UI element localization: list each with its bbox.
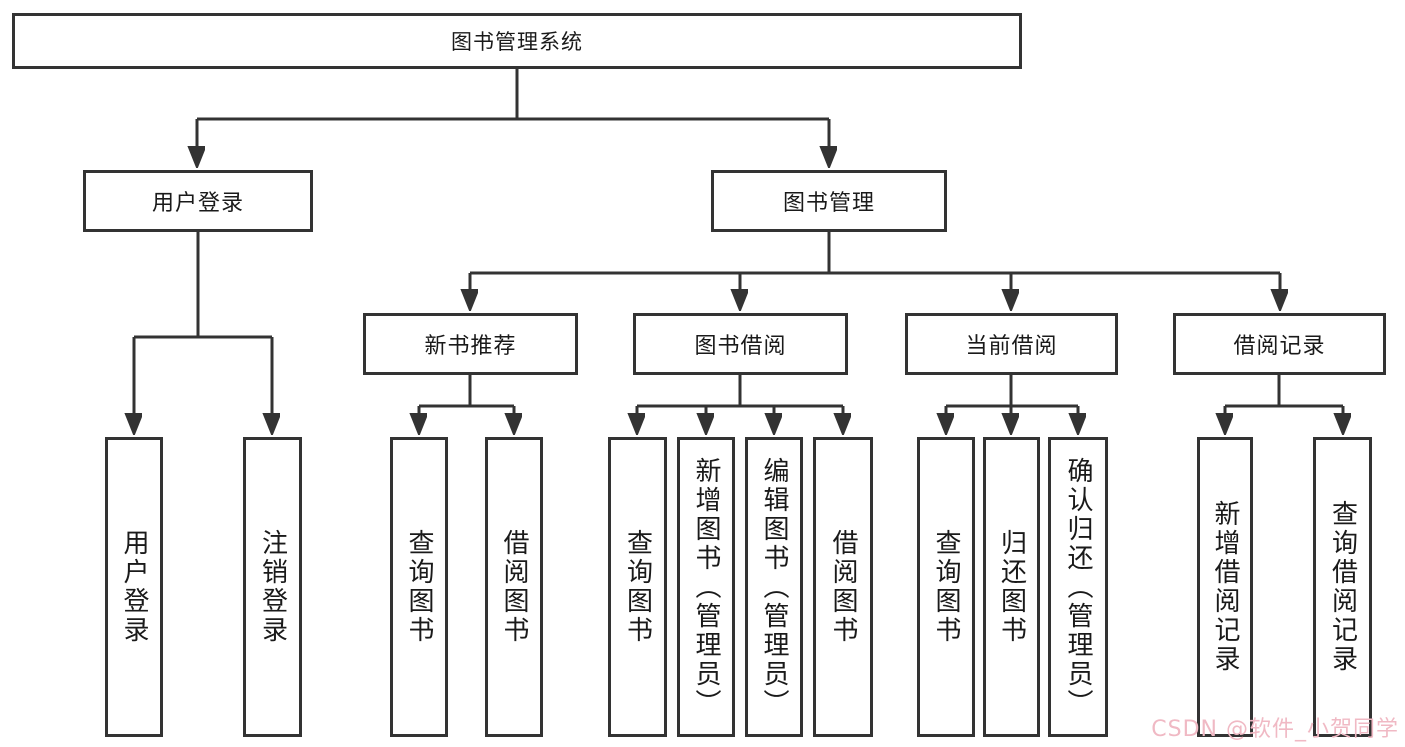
node-book-management: 图书管理: [711, 170, 947, 232]
node-leaf-bb-borrow-books: 借阅图书: [813, 437, 873, 737]
connector-root-trunk: [197, 69, 829, 121]
node-leaf-cb-return-books: 归还图书: [983, 437, 1040, 737]
node-leaf-nb-borrow-books: 借阅图书: [485, 437, 543, 737]
node-label: 查询借阅记录: [1327, 500, 1358, 674]
node-label: 新增借阅记录: [1210, 500, 1240, 674]
node-label: 当前借阅: [965, 334, 1058, 359]
node-user-login: 用户登录: [83, 170, 313, 232]
node-current-borrow: 当前借阅: [905, 313, 1118, 375]
node-label: 借阅图书: [499, 529, 529, 645]
connector-borrow-records-trunk: [1225, 375, 1343, 408]
node-leaf-cb-query-books: 查询图书: [917, 437, 975, 737]
node-label: 新增图书（管理员）: [691, 456, 721, 718]
node-label: 图书管理系统: [451, 30, 583, 54]
node-leaf-bb-add-books-admin: 新增图书（管理员）: [677, 437, 735, 737]
node-book-borrow: 图书借阅: [633, 313, 848, 375]
node-label: 查询图书: [622, 529, 653, 645]
node-label: 查询图书: [931, 529, 961, 645]
connector-book-management-trunk: [470, 232, 1280, 275]
node-leaf-bb-query-books: 查询图书: [608, 437, 667, 737]
node-borrow-records: 借阅记录: [1173, 313, 1386, 375]
connector-new-book-trunk: [419, 375, 514, 408]
node-label: 查询图书: [404, 529, 434, 645]
node-label: 借阅图书: [828, 529, 858, 645]
node-label: 用户登录: [119, 529, 149, 645]
node-label: 用户登录: [151, 191, 244, 216]
connector-user-login-trunk: [134, 232, 272, 339]
node-leaf-user-login: 用户登录: [105, 437, 163, 737]
node-label: 新书推荐: [424, 334, 517, 359]
connector-current-borrow-trunk: [946, 375, 1078, 408]
node-leaf-logout: 注销登录: [243, 437, 302, 737]
node-label: 图书管理: [782, 191, 875, 216]
node-label: 图书借阅: [694, 334, 787, 359]
node-library-management-system: 图书管理系统: [12, 13, 1022, 69]
node-leaf-nb-query-books: 查询图书: [390, 437, 448, 737]
node-leaf-br-add-record: 新增借阅记录: [1197, 437, 1253, 737]
node-label: 归还图书: [996, 529, 1027, 645]
node-label: 注销登录: [257, 529, 288, 645]
node-label: 借阅记录: [1233, 334, 1326, 359]
node-leaf-cb-confirm-return-admin: 确认归还（管理员）: [1048, 437, 1108, 737]
node-leaf-br-query-record: 查询借阅记录: [1313, 437, 1372, 737]
node-label: 确认归还（管理员）: [1063, 456, 1093, 718]
node-label: 编辑图书（管理员）: [759, 456, 789, 718]
node-new-book-recommend: 新书推荐: [363, 313, 578, 375]
node-leaf-bb-edit-books-admin: 编辑图书（管理员）: [745, 437, 803, 737]
connector-book-borrow-trunk: [637, 375, 843, 408]
